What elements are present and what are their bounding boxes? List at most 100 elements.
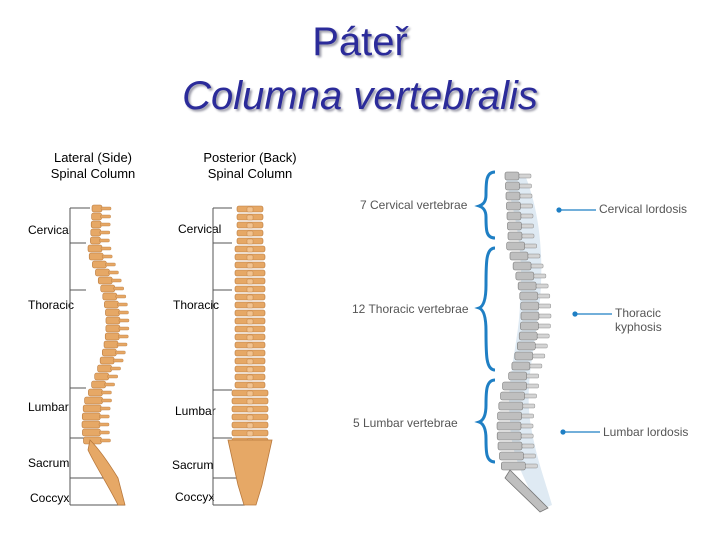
lateral-spinous-process (99, 414, 110, 419)
sagittal-spinous-process (538, 323, 551, 329)
posterior-label-thoracic: Thoracic (173, 298, 220, 312)
lateral-spinous-process (101, 390, 112, 395)
posterior-spinous-process (246, 222, 254, 229)
sagittal-spinous-process (532, 353, 546, 359)
lateral-spinous-process (113, 286, 124, 291)
lateral-heading-line1: Lateral (Side) (53, 150, 133, 165)
sagittal-spinous-process (518, 173, 532, 179)
lateral-vertebra (104, 332, 120, 341)
lateral-vertebra (82, 404, 102, 413)
lateral-spinous-process (118, 326, 130, 331)
lateral-spinous-process (99, 430, 110, 435)
posterior-spinous-process (246, 310, 254, 317)
sagittal-spinous-process (519, 183, 532, 189)
lateral-spinous-process (115, 350, 126, 355)
lateral-vertebra (91, 204, 103, 213)
title-line-2: Columna vertebralis (182, 74, 538, 118)
posterior-spinous-process (246, 246, 254, 253)
lateral-vertebra (87, 244, 103, 253)
lateral-spinous-process (116, 342, 128, 347)
posterior-spinous-process (246, 422, 254, 429)
posterior-spinous-process (246, 398, 254, 405)
sagittal-vertebra (497, 441, 523, 451)
posterior-spinous-process (246, 262, 254, 269)
sagittal-vertebra (516, 341, 536, 351)
sagittal-vertebra (497, 411, 522, 421)
sagittal-vertebra (514, 351, 534, 361)
sagittal-vertebra (520, 301, 540, 311)
sagittal-vertebra (520, 311, 540, 321)
posterior-spinous-process (246, 238, 254, 245)
lateral-spinous-process (118, 334, 129, 339)
sagittal-spinous-process (535, 283, 549, 289)
lateral-label-lumbar: Lumbar (28, 400, 69, 414)
sagittal-sacrum (504, 469, 549, 513)
lateral-spinous-process (100, 438, 111, 443)
sagittal-vertebra (502, 381, 527, 391)
lateral-spinous-process (100, 206, 112, 211)
sagittal-vertebra (511, 361, 531, 371)
sagittal-vertebra (508, 371, 527, 381)
lateral-spinous-process (112, 358, 124, 363)
posterior-spinous-process (246, 278, 254, 285)
lateral-label-cervical: Cervical (28, 223, 72, 237)
sagittal-vertebra (504, 171, 520, 181)
lateral-vertebra (105, 324, 121, 333)
sagittal-vertebra (517, 281, 537, 291)
sagittal-spinous-process (523, 453, 536, 459)
lateral-spinous-process (111, 278, 122, 283)
sagittal-pointer-lines (556, 207, 612, 435)
posterior-spinous-process (246, 334, 254, 341)
lateral-vertebra (99, 356, 115, 365)
lateral-sacrum (87, 439, 126, 506)
sagittal-label-thoracic-vertebrae: 12 Thoracic vertebrae (352, 302, 469, 316)
lateral-spinous-process (99, 222, 111, 227)
posterior-spinous-process (246, 214, 254, 221)
lateral-spinous-process (99, 238, 110, 243)
lateral-label-thoracic: Thoracic (28, 298, 75, 312)
sagittal-vertebra (505, 181, 520, 191)
sagittal-label-cervical-lordosis: Cervical lordosis (599, 202, 688, 216)
sagittal-label-lumbar-lordosis: Lumbar lordosis (603, 425, 689, 439)
lateral-vertebra (100, 284, 116, 293)
lateral-spinous-process (101, 398, 112, 403)
sagittal-vertebra (500, 391, 525, 401)
posterior-spinous-process (246, 342, 254, 349)
posterior-heading: Posterior (Back) Spinal Column (190, 150, 310, 182)
lateral-vertebra (102, 348, 117, 357)
lateral-heading-line2: Spinal Column (50, 166, 136, 181)
posterior-spinous-process (246, 294, 254, 301)
lateral-spinous-process (100, 246, 112, 251)
sagittal-spinous-process (527, 253, 541, 259)
sagittal-spinous-process (520, 423, 534, 429)
lateral-spinous-process (108, 270, 119, 275)
lateral-spinous-process (117, 302, 128, 307)
posterior-spinous-process (246, 254, 254, 261)
lateral-vertebra (102, 292, 118, 301)
posterior-label-sacrum: Sacrum (172, 458, 214, 472)
sagittal-vertebra (520, 321, 539, 331)
sagittal-vertebra (509, 251, 529, 261)
sagittal-brackets (474, 170, 496, 464)
sagittal-vertebra (498, 401, 524, 411)
lateral-vertebra (81, 420, 101, 429)
lateral-spine (81, 204, 130, 506)
sagittal-spinous-process (524, 393, 537, 399)
sagittal-label-lumbar-vertebrae: 5 Lumbar vertebrae (353, 416, 458, 430)
posterior-spinous-process (246, 326, 254, 333)
posterior-spinous-process (246, 230, 254, 237)
sagittal-spinous-process (521, 233, 535, 239)
sagittal-spinous-process (524, 243, 537, 249)
posterior-spinous-process (246, 382, 254, 389)
sagittal-spinous-process (538, 303, 551, 309)
lateral-vertebra (105, 316, 121, 325)
lateral-spinous-process (115, 294, 126, 299)
lateral-label-coccyx: Coccyx (30, 491, 70, 505)
sagittal-spinous-process (522, 403, 536, 409)
lateral-vertebra (82, 428, 101, 437)
lateral-spinous-process (118, 310, 129, 315)
posterior-label-lumbar: Lumbar (175, 404, 216, 418)
sagittal-spinous-process (519, 193, 533, 199)
sagittal-vertebra (515, 271, 535, 281)
